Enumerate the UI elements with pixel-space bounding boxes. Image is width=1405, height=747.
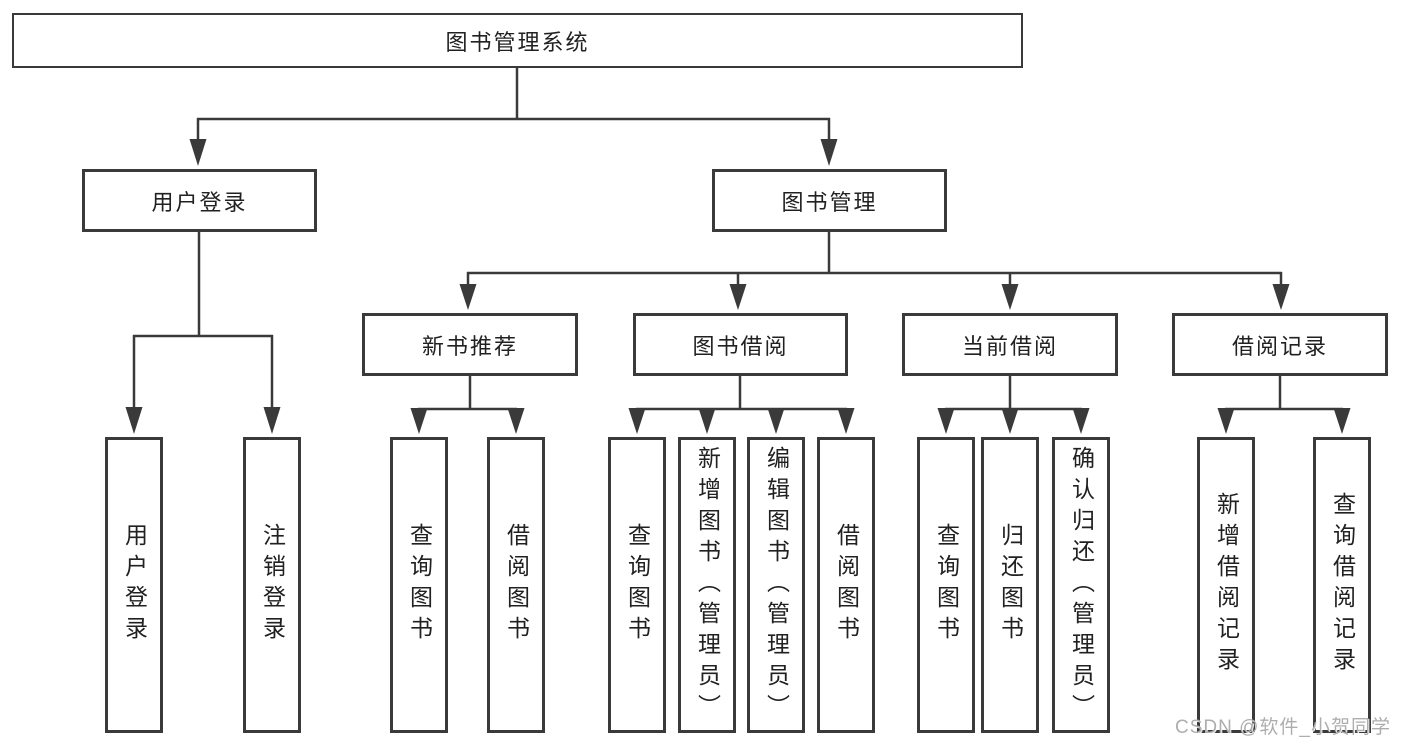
leaf-query-books-borrowing: 查询图书 — [608, 437, 666, 733]
arrowhead — [1072, 408, 1090, 434]
arrowhead — [1001, 408, 1019, 434]
leaf-add-book-admin: 新增图书（管理员） — [678, 437, 736, 733]
leaf-add-borrow-record: 新增借阅记录 — [1197, 437, 1255, 733]
connector-bookmgmt-to-level2 — [466, 231, 1283, 285]
arrowhead — [507, 408, 525, 434]
arrowhead — [837, 408, 855, 434]
node-user-login: 用户登录 — [82, 169, 317, 232]
arrowhead — [767, 408, 785, 434]
leaf-query-borrow-record: 查询借阅记录 — [1313, 437, 1371, 733]
arrowhead — [937, 408, 955, 434]
leaf-confirm-return-admin: 确认归还（管理员） — [1052, 437, 1110, 733]
arrowhead — [125, 407, 143, 434]
connector-userlogin-to-leaves — [132, 231, 274, 408]
connector-bookborrow-to-leaves — [636, 375, 847, 411]
connector-root-to-level1 — [196, 66, 831, 141]
csdn-watermark: CSDN @软件_小贺同学 — [1175, 717, 1391, 738]
node-library-management-system: 图书管理系统 — [12, 13, 1023, 68]
connector-currentborrow-to-leaves — [945, 375, 1082, 411]
arrowhead — [263, 407, 281, 434]
arrowhead — [820, 139, 838, 166]
leaf-borrow-books-borrowing: 借阅图书 — [817, 437, 875, 733]
arrowhead — [1217, 408, 1235, 434]
arrowhead — [698, 408, 716, 434]
node-borrow-records: 借阅记录 — [1172, 313, 1388, 376]
leaf-query-books-current: 查询图书 — [917, 437, 975, 733]
leaf-return-book: 归还图书 — [981, 437, 1039, 733]
node-book-management: 图书管理 — [712, 169, 947, 232]
arrowhead — [1001, 284, 1019, 310]
arrowhead — [189, 139, 207, 166]
leaf-borrow-books-recommend: 借阅图书 — [487, 437, 545, 733]
leaf-user-login: 用户登录 — [105, 437, 163, 733]
leaf-edit-book-admin: 编辑图书（管理员） — [747, 437, 805, 733]
arrowhead — [1272, 284, 1290, 310]
arrowhead — [410, 408, 428, 434]
arrowheads — [125, 139, 1351, 434]
connector-borrowrecord-to-leaves — [1225, 375, 1343, 411]
arrowhead — [729, 284, 747, 310]
leaf-logout: 注销登录 — [243, 437, 301, 733]
arrowhead — [459, 284, 477, 310]
node-book-borrowing: 图书借阅 — [633, 313, 848, 376]
arrowhead — [1333, 408, 1351, 434]
arrowhead — [628, 408, 646, 434]
node-current-borrowing: 当前借阅 — [902, 313, 1118, 376]
node-new-book-recommend: 新书推荐 — [362, 313, 578, 376]
connector-newbookrec-to-leaves — [418, 375, 517, 411]
leaf-query-books-recommend: 查询图书 — [390, 437, 448, 733]
